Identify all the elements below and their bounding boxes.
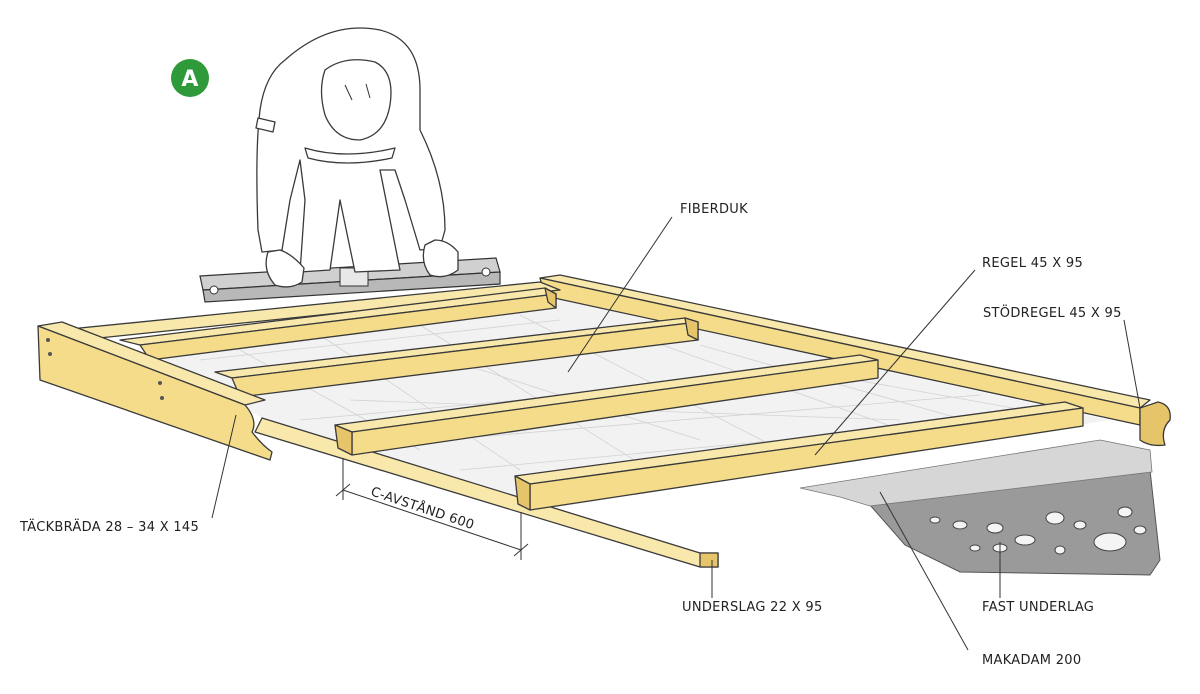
label-stodregel: STÖDREGEL 45 X 95 <box>983 304 1122 321</box>
label-makadam: MAKADAM 200 <box>982 653 1081 668</box>
ground <box>799 439 1161 576</box>
tackbrada-board <box>37 321 273 461</box>
regel-2 <box>214 317 699 398</box>
stones <box>929 506 1147 555</box>
label-fiberduk: FIBERDUK <box>680 202 748 217</box>
leader-lines <box>211 216 1141 651</box>
underslag-board <box>254 417 719 568</box>
label-fast-underlag: FAST UNDERLAG <box>982 600 1094 615</box>
worker-figure <box>255 27 459 288</box>
step-badge: A <box>171 59 209 97</box>
label-underslag: UNDERSLAG 22 X 95 <box>682 600 823 615</box>
regel-1 <box>119 287 557 361</box>
regel-joists <box>119 287 1084 511</box>
regel-3 <box>334 354 879 456</box>
makadam-layer <box>799 439 1153 507</box>
step-badge-letter: A <box>181 67 198 92</box>
regel-4 <box>514 401 1084 511</box>
label-regel: REGEL 45 X 95 <box>982 256 1083 271</box>
step-badge-circle <box>171 59 209 97</box>
label-tackbrada: TÄCKBRÄDA 28 – 34 X 145 <box>19 519 199 535</box>
